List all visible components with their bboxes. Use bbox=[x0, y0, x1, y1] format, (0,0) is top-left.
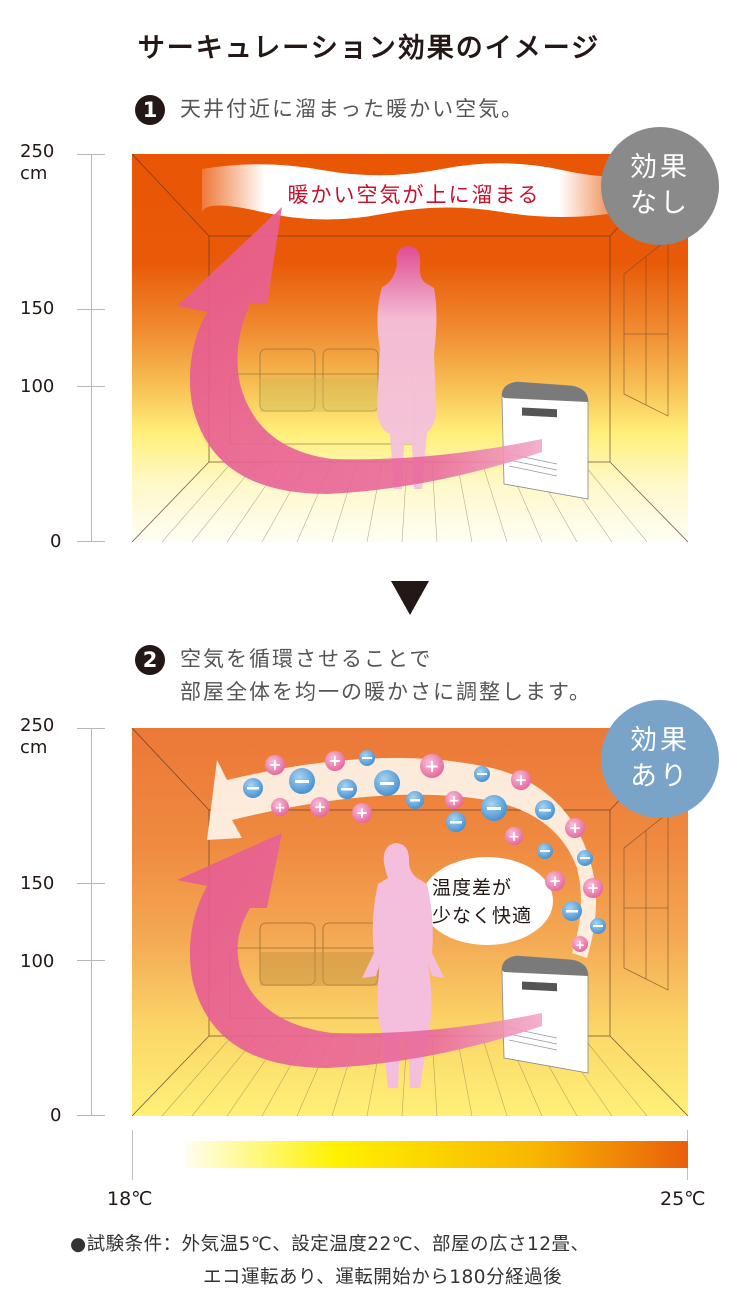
down-arrow-icon bbox=[391, 581, 429, 615]
badge-with-effect: 効果 あり bbox=[601, 700, 719, 818]
step-2-heading: 2 空気を循環させることで 部屋全体を均一の暖かさに調整します。 bbox=[135, 645, 592, 709]
step-1-number: 1 bbox=[135, 95, 165, 125]
speech-bubble bbox=[421, 857, 553, 945]
badge-no-effect: 効果 なし bbox=[601, 127, 719, 245]
axis-1-tick-mark bbox=[77, 386, 105, 387]
page-title: サーキュレーション効果のイメージ bbox=[137, 33, 601, 64]
svg-text:+: + bbox=[587, 879, 600, 897]
svg-text:+: + bbox=[356, 804, 369, 822]
woman-silhouette-icon bbox=[362, 843, 444, 1088]
axis-2-line bbox=[91, 728, 92, 1116]
step-2-text: 空気を循環させることで 部屋全体を均一の暖かさに調整します。 bbox=[180, 647, 592, 704]
room-illustration-with-effect: 温度差が 少なく快適 + + + + + + + + + + + bbox=[132, 728, 688, 1116]
axis-2-top-label: 250 cm bbox=[20, 715, 55, 758]
svg-text:+: + bbox=[424, 756, 439, 777]
axis-1-tick-100: 100 bbox=[20, 376, 55, 397]
axis-1-tick-mark bbox=[77, 154, 105, 155]
step-1-text: 天井付近に溜まった暖かい空気。 bbox=[180, 97, 525, 121]
axis-2-tick-150: 150 bbox=[20, 873, 55, 894]
room-1-svg: 暖かい空気が上に溜まる bbox=[132, 154, 688, 542]
svg-text:+: + bbox=[314, 798, 327, 816]
axis-2-tick-mark bbox=[77, 960, 105, 961]
svg-text:少なく快適: 少なく快適 bbox=[432, 905, 532, 927]
svg-text:+: + bbox=[569, 819, 582, 837]
svg-text:+: + bbox=[268, 755, 281, 774]
axis-2-tick-mark bbox=[77, 883, 105, 884]
svg-text:+: + bbox=[549, 872, 562, 890]
axis-1-tick-mark bbox=[77, 309, 105, 310]
axis-2-tick-mark bbox=[77, 1115, 105, 1116]
axis-2-tick-100: 100 bbox=[20, 951, 55, 972]
warm-air-arrow-icon bbox=[177, 207, 542, 494]
svg-text:+: + bbox=[274, 800, 286, 816]
test-conditions-line-2: エコ運転あり、運転開始から180分経過後 bbox=[203, 1267, 563, 1288]
heater-icon bbox=[501, 381, 589, 500]
warm-air-arrow-icon bbox=[177, 833, 542, 1068]
step-2-number: 2 bbox=[135, 645, 165, 675]
test-conditions-line-1: ●試験条件：外気温5℃、設定温度22℃、部屋の広さ12畳、 bbox=[70, 1234, 590, 1255]
scale-tick-min bbox=[132, 1130, 133, 1180]
axis-2-tick-mark bbox=[77, 728, 105, 729]
room-2-svg: 温度差が 少なく快適 + + + + + + + + + + + bbox=[132, 728, 688, 1116]
scale-min-label: 18℃ bbox=[107, 1188, 153, 1210]
axis-1-tick-150: 150 bbox=[20, 298, 55, 319]
heater-icon bbox=[501, 955, 589, 1074]
axis-1-tick-mark bbox=[77, 541, 105, 542]
scale-max-label: 25℃ bbox=[660, 1188, 706, 1210]
axis-2-tick-0: 0 bbox=[50, 1105, 62, 1126]
ion-particles-icon: + + + + + + + + + + + + + bbox=[243, 750, 606, 952]
svg-text:温度差が: 温度差が bbox=[432, 877, 512, 899]
temperature-color-bar bbox=[185, 1141, 688, 1168]
room-illustration-no-effect: 暖かい空気が上に溜まる bbox=[132, 154, 688, 542]
svg-text:+: + bbox=[448, 793, 460, 809]
step-1-heading: 1 天井付近に溜まった暖かい空気。 bbox=[135, 95, 524, 126]
svg-text:+: + bbox=[508, 829, 520, 845]
circulation-arrow-icon bbox=[207, 757, 596, 958]
svg-text:+: + bbox=[575, 938, 585, 952]
axis-1-tick-0: 0 bbox=[50, 531, 62, 552]
axis-1-top-label: 250 cm bbox=[20, 141, 55, 184]
axis-1-line bbox=[91, 154, 92, 542]
banner-text: 暖かい空気が上に溜まる bbox=[288, 183, 541, 207]
woman-silhouette-icon bbox=[377, 246, 437, 489]
svg-text:+: + bbox=[515, 771, 528, 789]
svg-text:+: + bbox=[328, 751, 341, 770]
